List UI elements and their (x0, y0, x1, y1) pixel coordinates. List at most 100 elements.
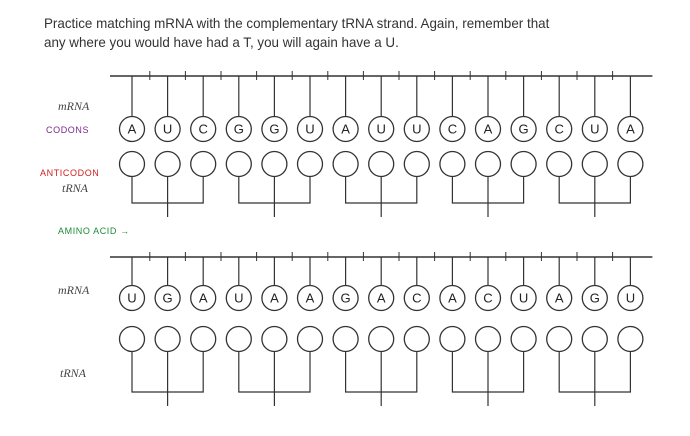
trna-base-circle (190, 150, 217, 178)
mrna-base-letter: A (448, 291, 457, 306)
codon-bracket (345, 351, 418, 393)
trna-base-circle (474, 150, 502, 178)
trna-base-circle (403, 150, 430, 178)
mrna-base-circle (332, 115, 359, 143)
mrna-base-circle (190, 284, 217, 312)
mrna-base-circle (546, 115, 573, 143)
mrna-base-letter: C (412, 291, 421, 306)
mrna-base-circle (225, 284, 252, 312)
mrna-base-letter: G (519, 122, 529, 137)
codon-bracket (238, 351, 311, 393)
mrna-base-letter: A (377, 291, 386, 306)
codon-bracket (451, 176, 525, 204)
mrna-base-letter: U (127, 291, 136, 306)
trna-base-circle (581, 325, 608, 353)
mrna-base-circle (225, 115, 252, 143)
trna-base-circle (546, 150, 573, 178)
trna-base-circle (581, 150, 608, 178)
mrna-base-letter: C (483, 291, 492, 306)
mrna-base-circle (118, 284, 146, 312)
trna-base-circle (296, 325, 324, 353)
mrna-label-bottom: mRNA (58, 283, 90, 297)
mrna-base-circle (190, 115, 217, 143)
instructions-line-2: any where you would have had a T, you wi… (44, 35, 399, 50)
mrna-base-circle (403, 115, 430, 143)
mrna-base-circle (439, 284, 466, 312)
mrna-base-letter: U (626, 291, 635, 306)
trna-base-circle (225, 150, 252, 178)
mrna-base-circle (546, 284, 573, 312)
trna-base-circle (118, 325, 146, 353)
mrna-base-circle (439, 115, 466, 143)
codon-bracket (345, 176, 418, 204)
trna-base-circle (118, 150, 146, 178)
mrna-base-circle (332, 284, 359, 312)
codon-bracket (238, 176, 311, 204)
mrna-base-circle (403, 284, 430, 312)
mrna-label-top: mRNA (58, 99, 90, 113)
trna-base-circle (510, 150, 537, 178)
trna-base-circle (403, 325, 430, 353)
anticodon-label: ANTICODON (40, 168, 100, 178)
codon-bracket (131, 351, 204, 393)
mrna-base-letter: G (341, 291, 351, 306)
trna-base-circle (368, 150, 395, 178)
mrna-base-letter: U (377, 122, 386, 137)
codon-bracket (131, 176, 204, 204)
mrna-base-letter: U (234, 291, 243, 306)
mrna-base-letter: G (163, 291, 173, 306)
mrna-base-circle (118, 115, 146, 143)
mrna-base-letter: A (306, 291, 315, 306)
mrna-base-letter: U (163, 122, 172, 137)
instructions-line-1: Practice matching mRNA with the compleme… (44, 16, 550, 31)
mrna-base-circle (296, 284, 324, 312)
mrna-base-letter: U (412, 122, 421, 137)
mrna-base-letter: G (590, 291, 600, 306)
mrna-base-letter: C (199, 122, 208, 137)
mrna-base-circle (617, 115, 644, 143)
mrna-base-letter: U (590, 122, 599, 137)
mrna-base-letter: C (555, 122, 564, 137)
mrna-base-circle (261, 284, 288, 312)
mrna-base-circle (510, 115, 537, 143)
mrna-base-circle (368, 284, 395, 312)
mrna-base-letter: A (128, 122, 137, 137)
mrna-base-circle (261, 115, 288, 143)
trna-base-circle (154, 325, 181, 353)
trna-base-circle (546, 325, 573, 353)
mrna-base-letter: G (234, 122, 244, 137)
trna-base-circle (617, 150, 644, 178)
trna-base-circle (368, 325, 395, 353)
trna-base-circle (439, 325, 466, 353)
mrna-base-letter: U (519, 291, 528, 306)
mrna-base-letter: A (199, 291, 208, 306)
instructions: Practice matching mRNA with the compleme… (44, 14, 665, 52)
codon-bracket (558, 351, 631, 393)
mrna-base-letter: A (270, 291, 279, 306)
trna-base-circle (225, 325, 252, 353)
mrna-base-letter: A (484, 122, 493, 137)
mrna-base-circle (510, 284, 537, 312)
trna-base-circle (617, 325, 644, 353)
trna-base-circle (332, 150, 359, 178)
codon-bracket (558, 176, 631, 204)
mrna-base-letter: A (341, 122, 350, 137)
mrna-base-letter: G (269, 122, 279, 137)
mrna-base-circle (581, 115, 608, 143)
mrna-base-circle (154, 115, 181, 143)
mrna-base-circle (154, 284, 181, 312)
mrna-base-letter: U (305, 122, 314, 137)
trna-label-bottom: tRNA (60, 366, 86, 380)
mrna-base-circle (617, 284, 644, 312)
trna-base-circle (154, 150, 181, 178)
trna-base-circle (261, 325, 288, 353)
trna-base-circle (439, 150, 466, 178)
mrna-base-circle (474, 284, 502, 312)
trna-base-circle (510, 325, 537, 353)
trna-base-circle (190, 325, 217, 353)
trna-base-circle (474, 325, 502, 353)
trna-base-circle (296, 150, 324, 178)
trna-base-circle (261, 150, 288, 178)
trna-label-top: tRNA (62, 181, 88, 195)
